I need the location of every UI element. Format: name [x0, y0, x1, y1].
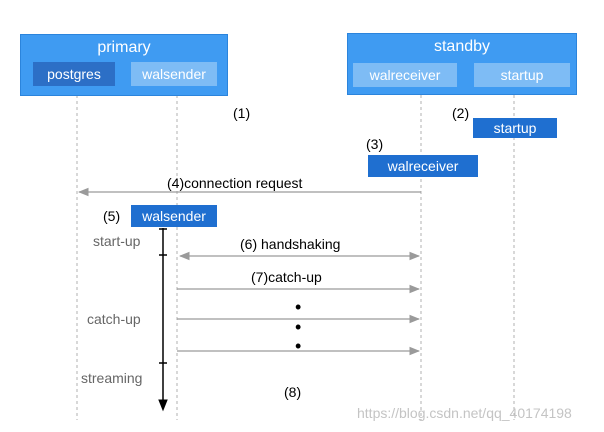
walsender-start-box: walsender [131, 205, 217, 227]
walreceiver-start-box: walreceiver [368, 155, 478, 177]
continuation-dot-3: • [295, 336, 302, 356]
phase-streaming-label: streaming [81, 370, 143, 386]
walsender-start-label: walsender [142, 208, 206, 224]
watermark-text: https://blog.csdn.net/qq_40174198 [357, 405, 572, 421]
connection-request-label: (4)connection request [167, 175, 303, 191]
postgres-process-box: postgres [33, 62, 115, 86]
startup-start-label: startup [493, 120, 537, 136]
startup-process-box: startup [474, 63, 570, 87]
standby-label: standby [433, 38, 491, 55]
phase-start-up-label: start-up [93, 233, 141, 249]
walreceiver-start-label: walreceiver [387, 158, 459, 174]
startup-label: startup [500, 67, 544, 83]
continuation-dot-1: • [295, 297, 302, 317]
step-5-label: (5) [103, 208, 121, 224]
startup-start-box: startup [473, 118, 557, 138]
continuation-dot-2: • [295, 317, 302, 337]
walsender-process-box: walsender [131, 62, 217, 86]
step-1-label: (1) [233, 105, 251, 121]
step-8-label: (8) [284, 384, 302, 400]
walreceiver-label: walreceiver [369, 67, 441, 83]
phase-catch-up-label: catch-up [87, 311, 141, 327]
walsender-label: walsender [142, 66, 206, 82]
postgres-label: postgres [47, 66, 101, 82]
step-3-label: (3) [366, 136, 384, 152]
walreceiver-process-box: walreceiver [353, 63, 457, 87]
primary-label: primary [97, 39, 151, 56]
handshaking-label: (6) handshaking [240, 236, 341, 252]
step-2-label: (2) [452, 105, 470, 121]
catch-up-message-label: (7)catch-up [251, 269, 322, 285]
